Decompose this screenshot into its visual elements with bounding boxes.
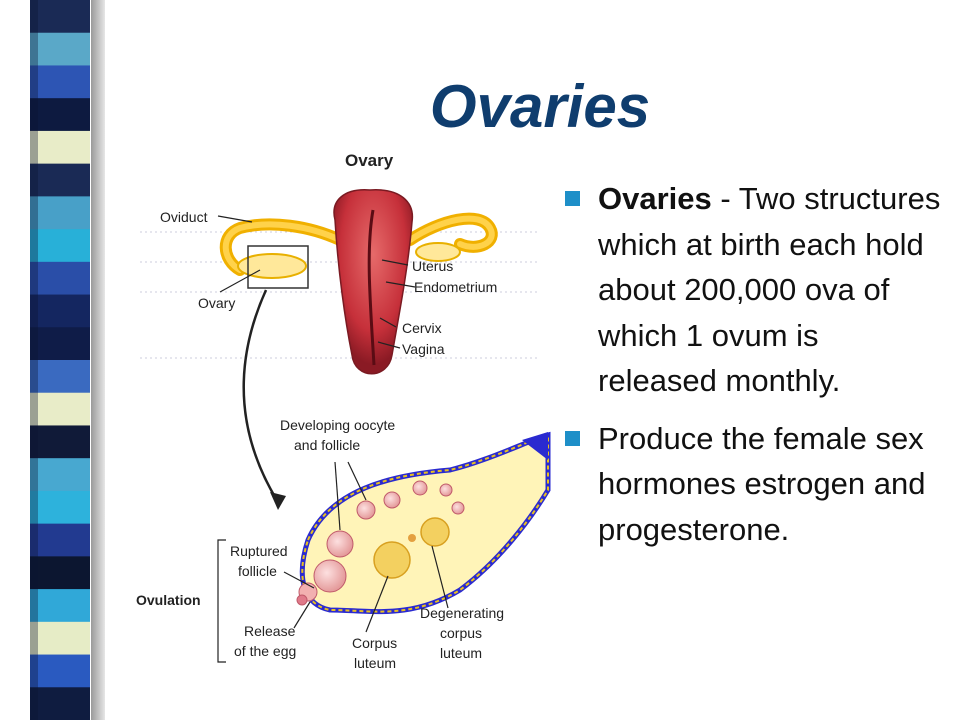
- slide-title: Ovaries: [429, 73, 651, 140]
- label-ovulation: Ovulation: [136, 592, 201, 608]
- zoom-arrow: [242, 289, 280, 503]
- stripe-block: [30, 294, 90, 328]
- stripe-block: [30, 556, 90, 590]
- stripe-edge: [30, 0, 38, 720]
- bullet-text: Produce the female sex hormones estrogen…: [598, 420, 926, 547]
- bullet-item-ovaries: Ovaries - Two structures which at birth …: [565, 176, 945, 404]
- arrow-head-icon: [270, 492, 286, 510]
- label-degenerating-3: luteum: [440, 645, 482, 661]
- stripe-shadow: [91, 0, 105, 720]
- label-ruptured-1: Ruptured: [230, 543, 288, 559]
- left-ovary: [237, 253, 307, 279]
- stripe-block: [30, 327, 90, 361]
- ovulation-bracket: [217, 539, 226, 663]
- label-ruptured-2: follicle: [238, 563, 277, 579]
- ovary-ligament: [522, 432, 548, 460]
- stripe-block: [30, 0, 90, 34]
- bullet-term: Ovaries: [598, 181, 712, 216]
- stripe-block: [30, 687, 90, 720]
- stripe-block: [30, 654, 90, 688]
- corpus-luteum-blobs: [373, 517, 450, 579]
- label-degenerating-1: Degenerating: [420, 605, 504, 621]
- uterine-cavity: [367, 209, 376, 366]
- stripe-block: [30, 65, 90, 99]
- label-ovary: Ovary: [198, 295, 235, 311]
- ovary-diagram: Ovary Oviduct Ovary Uterus Endometrium C…: [136, 151, 551, 671]
- label-endometrium: Endometrium: [414, 279, 497, 295]
- label-release-1: Release: [244, 623, 296, 639]
- stripe-block: [30, 130, 90, 165]
- ovary-edge-detail: [301, 433, 549, 613]
- stripe-block: [30, 196, 90, 230]
- stripe-block: [30, 425, 90, 459]
- label-oviduct: Oviduct: [160, 209, 208, 225]
- stripe-block: [30, 360, 90, 394]
- diagram-title: Ovary: [345, 151, 394, 170]
- stripe-block: [30, 261, 90, 296]
- label-degenerating-2: corpus: [440, 625, 482, 641]
- label-uterus: Uterus: [412, 258, 453, 274]
- bullet-item-hormones: Produce the female sex hormones estrogen…: [565, 416, 945, 553]
- bullet-text: - Two structures which at birth each hol…: [598, 181, 941, 398]
- ovary-zoom-box: [247, 245, 309, 289]
- stripe-block: [30, 98, 90, 132]
- stripe-block: [30, 458, 90, 492]
- uterus: [333, 189, 414, 375]
- label-corpus-2: luteum: [354, 655, 396, 671]
- label-developing-2: and follicle: [294, 437, 360, 453]
- stripe-block: [30, 392, 90, 426]
- decorative-side-stripe: [30, 0, 90, 720]
- label-corpus-1: Corpus: [352, 635, 397, 651]
- right-ovary: [415, 242, 461, 262]
- stripe-block: [30, 490, 90, 525]
- lower-leader-lines: [283, 461, 449, 633]
- stripe-block: [30, 32, 90, 66]
- bullet-square-icon: [565, 430, 580, 446]
- label-release-2: of the egg: [234, 643, 296, 659]
- label-cervix: Cervix: [402, 320, 442, 336]
- stripe-block: [30, 621, 90, 656]
- stripe-block: [30, 589, 90, 623]
- stripe-block: [30, 229, 90, 263]
- stripe-block: [30, 163, 90, 197]
- upper-leader-lines: [217, 215, 416, 349]
- stripe-block: [30, 523, 90, 557]
- bullet-square-icon: [565, 191, 580, 206]
- bullet-list: Ovaries - Two structures which at birth …: [565, 176, 945, 564]
- label-developing-1: Developing oocyte: [280, 417, 395, 433]
- label-vagina: Vagina: [402, 341, 445, 357]
